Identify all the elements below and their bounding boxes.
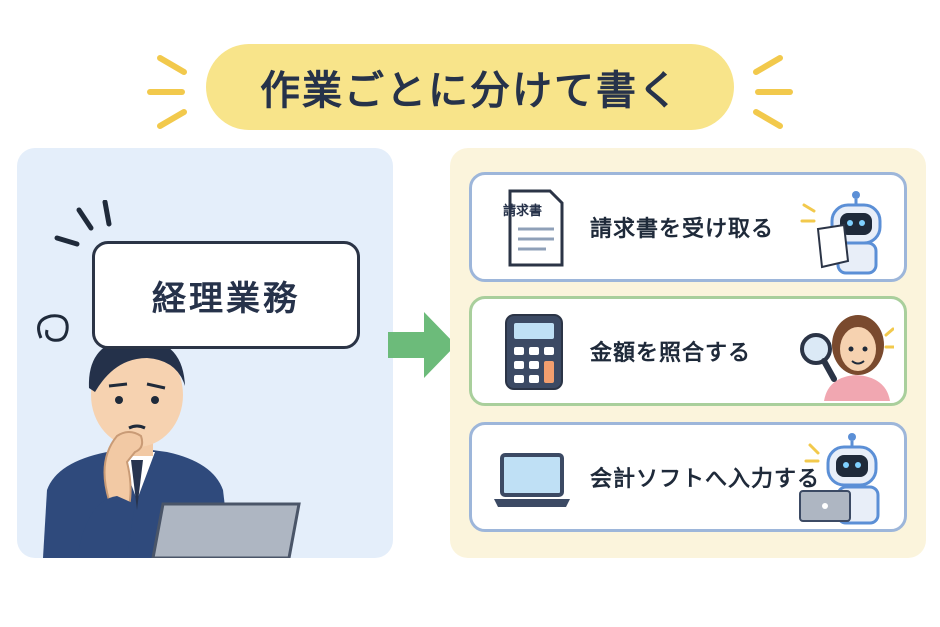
robot-with-laptop-icon — [799, 433, 880, 525]
sparkle-right-icon — [753, 55, 793, 129]
calculator-icon — [505, 314, 563, 390]
woman-with-magnifier-icon — [800, 315, 894, 401]
step-label: 金額を照合する — [590, 341, 752, 366]
robot-holding-paper-icon — [800, 191, 882, 275]
right-arrow-icon — [388, 312, 456, 378]
speech-bubble-accounting: 経理業務 — [92, 241, 360, 349]
step-label: 会計ソフトへ入力する — [590, 467, 821, 492]
confused-businessman-illustration — [37, 200, 301, 558]
invoice-icon-text: 請求書 — [503, 204, 543, 219]
page-title: 作業ごとに分けて書く — [206, 44, 734, 130]
step-receive-invoice: 請求書 請求書を受け取る — [469, 172, 907, 282]
step-enter-accounting-software: 会計ソフトへ入力する — [469, 422, 907, 532]
bubble-label: 経理業務 — [152, 278, 300, 319]
stress-marks-icon — [54, 200, 112, 247]
step-label: 請求書を受け取る — [590, 217, 775, 242]
dizzy-swirl-icon — [37, 314, 69, 342]
step-verify-amount: 金額を照合する — [469, 296, 907, 406]
sparkle-left-icon — [147, 55, 187, 129]
invoice-document-icon — [508, 189, 564, 267]
laptop-icon — [494, 453, 570, 507]
